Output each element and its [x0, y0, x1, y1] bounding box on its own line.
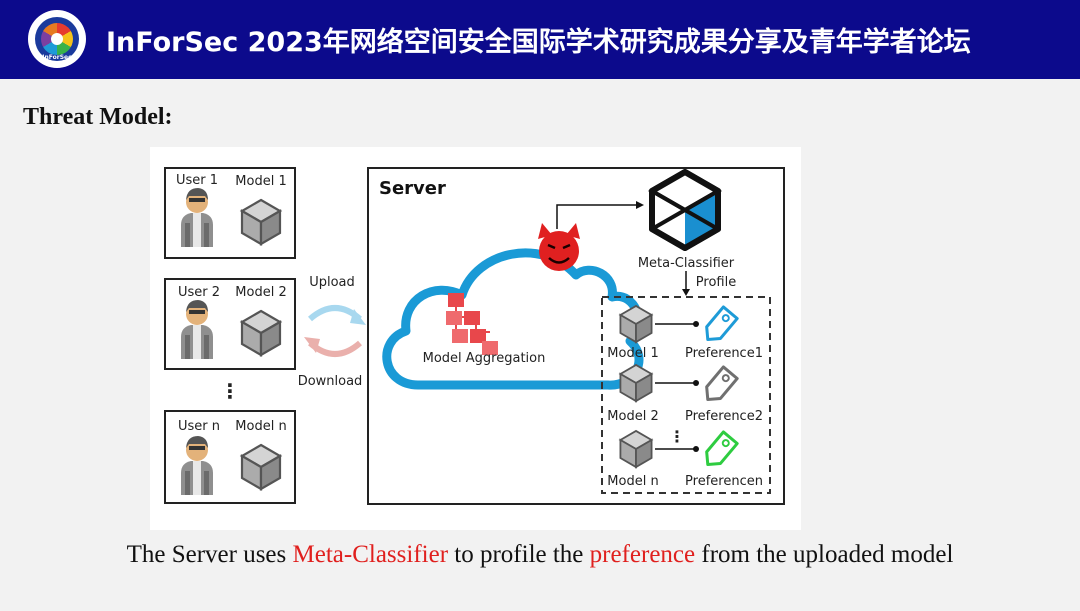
- model-cube-icon: [619, 305, 653, 343]
- caption-highlight-preference: preference: [589, 541, 696, 568]
- preference-tag-icon: [705, 365, 739, 402]
- user-label-2: User 2: [178, 285, 220, 300]
- preference-label-2: Preference2: [685, 409, 763, 424]
- model-cube-icon: [240, 309, 282, 357]
- model-label-1: Model 1: [235, 174, 286, 189]
- attack-arrow: [556, 204, 636, 229]
- model-cube-icon: [240, 443, 282, 491]
- model-label-n: Model n: [235, 419, 286, 434]
- caption: The Server uses Meta-Classifier to profi…: [0, 541, 1080, 569]
- inforsec-logo: InForSec: [28, 10, 86, 68]
- profile-model-label-n: Model n: [607, 474, 658, 489]
- caption-part2: to profile the: [448, 541, 590, 568]
- logo-text: InForSec: [42, 54, 72, 61]
- aggregation-icon: [446, 293, 498, 355]
- preference-label-1: Preference1: [685, 346, 763, 361]
- server-label: Server: [379, 178, 446, 199]
- model-label-2: Model 2: [235, 285, 286, 300]
- upload-label: Upload: [309, 275, 355, 290]
- preference-tag-icon: [705, 305, 739, 342]
- user-box-1: User 1 Model 1: [164, 167, 296, 259]
- user-label-n: User n: [178, 419, 220, 434]
- header-title: InForSec 2023年网络空间安全国际学术研究成果分享及青年学者论坛: [106, 27, 971, 58]
- model-cube-icon: [240, 198, 282, 246]
- preference-label-n: Preferencen: [685, 474, 763, 489]
- profile-model-label-1: Model 1: [607, 346, 658, 361]
- meta-classifier-label: Meta-Classifier: [638, 256, 735, 271]
- profile-label: Profile: [696, 275, 736, 290]
- model-cube-icon: [619, 430, 653, 468]
- profile-row-n: Model n Preferencen: [607, 430, 763, 489]
- section-title: Threat Model:: [23, 104, 173, 130]
- upload-arrowhead: [350, 309, 366, 325]
- threat-model-diagram: User 1 Model 1 User 2 Model 2 ⋮ User n M…: [150, 147, 801, 530]
- model-cube-icon: [619, 364, 653, 402]
- meta-classifier-icon: [647, 169, 723, 251]
- profile-model-label-2: Model 2: [607, 409, 658, 424]
- caption-highlight-meta-classifier: Meta-Classifier: [292, 541, 449, 568]
- aggregation-label: Model Aggregation: [423, 351, 546, 366]
- download-label: Download: [298, 374, 363, 389]
- profile-row-1: Model 1 Preference1: [607, 305, 763, 361]
- caption-part3: from the uploaded model: [695, 541, 954, 568]
- download-arrowhead: [304, 337, 320, 353]
- preference-tag-icon: [705, 430, 739, 467]
- attacker-devil-icon: [538, 223, 580, 271]
- user-box-n: User n Model n: [164, 410, 296, 504]
- caption-part1: The Server uses: [126, 541, 293, 568]
- header-bar: InForSec InForSec 2023年网络空间安全国际学术研究成果分享及…: [0, 0, 1080, 79]
- users-ellipsis: ⋮: [220, 379, 240, 403]
- user-box-2: User 2 Model 2: [164, 278, 296, 370]
- profiles-box: [601, 296, 771, 494]
- user-label-1: User 1: [176, 173, 218, 188]
- profiles-ellipsis: ⋮: [669, 427, 685, 446]
- profile-row-2: Model 2 Preference2: [607, 364, 763, 424]
